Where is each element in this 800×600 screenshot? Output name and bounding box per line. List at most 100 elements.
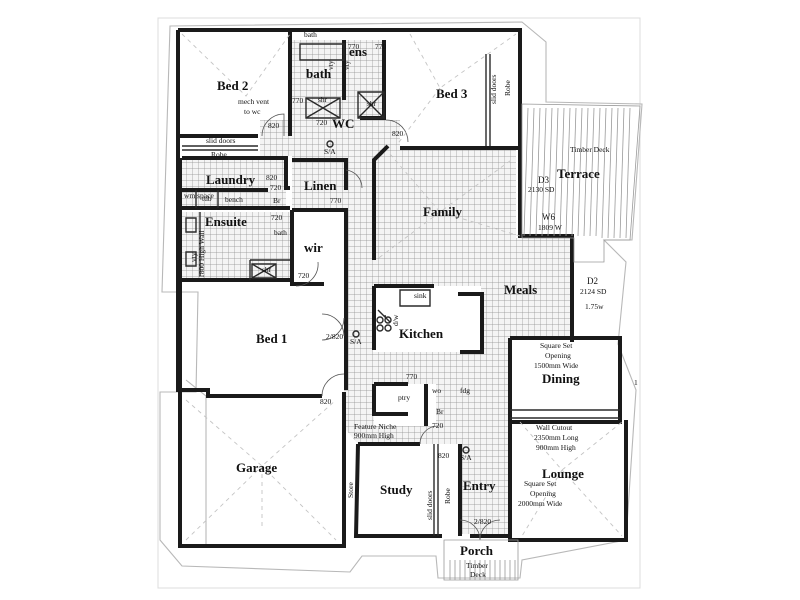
dim-720-c: 720	[271, 213, 283, 222]
note-br-entry: Br	[436, 407, 444, 416]
note-fdg: fdg	[460, 386, 470, 395]
deck-board-line	[523, 107, 529, 237]
label-entry: Entry	[463, 478, 496, 493]
dim-770-c: 770	[292, 96, 304, 105]
walls	[176, 28, 628, 548]
note-sink: sink	[414, 291, 427, 300]
note-d3: D3	[538, 175, 549, 185]
note-w6-size: 1809 W	[538, 223, 563, 232]
deck-board-line	[571, 107, 577, 237]
label-ens: ens	[349, 44, 367, 59]
smoke-alarm-icon	[326, 140, 334, 148]
label-wc: WC	[332, 116, 354, 131]
note-mech-vent: mech vent	[238, 97, 270, 106]
deck-board-line	[547, 107, 553, 237]
note-sa-1: S/A	[324, 147, 336, 156]
room-labels: Bed 2 Bed 3 Bed 1 Family Meals Kitchen D…	[205, 44, 600, 558]
terrace-deck	[521, 103, 641, 263]
plan-notes: bath mech vent to wc slid doors Robe sli…	[184, 30, 638, 579]
note-ptry: ptry	[398, 393, 410, 402]
smoke-alarm-icon	[462, 446, 470, 454]
note-slid-doors-study: slid doors	[425, 491, 434, 520]
note-wall-cutout-c: 900mm High	[536, 443, 576, 452]
note-niche-b: 900mm High	[354, 431, 394, 440]
deck-board-line	[559, 107, 565, 237]
dim-770-e: 770	[406, 372, 418, 381]
label-bed2: Bed 2	[217, 78, 248, 93]
deck-board-line	[565, 107, 571, 237]
note-slid-doors-bed2: slid doors	[206, 136, 235, 145]
note-robe-study: Robe	[443, 487, 452, 504]
note-d3-size: 2130 SD	[528, 185, 555, 194]
label-family: Family	[423, 204, 462, 219]
dim-820-b: 820	[392, 129, 404, 138]
door-swings	[261, 113, 501, 541]
note-bench: bench	[225, 195, 243, 204]
note-robe-bed3: Robe	[503, 79, 512, 96]
label-wir: wir	[304, 240, 323, 255]
note-wo: wo	[432, 386, 441, 395]
note-sa-3: S/A	[460, 453, 472, 462]
deck-board-line	[553, 107, 559, 237]
note-d2-size: 2124 SD	[580, 287, 607, 296]
dim-770-b: 770	[375, 42, 387, 51]
label-porch: Porch	[460, 543, 494, 558]
note-shr-2: shr	[367, 99, 377, 108]
label-meals: Meals	[504, 282, 537, 297]
dim-720-d: 720	[298, 271, 310, 280]
dim-820-a: 820	[268, 121, 280, 130]
dim-720-a: 720	[316, 118, 328, 127]
deck-board-line	[583, 107, 589, 237]
label-bed3: Bed 3	[436, 86, 468, 101]
dim-720-b: 720	[270, 183, 282, 192]
interior-lines	[182, 43, 620, 536]
smoke-alarm-icon	[352, 330, 360, 338]
note-bath-top: bath	[304, 30, 317, 39]
porch-deck	[443, 539, 519, 581]
deck-board-line	[541, 107, 547, 237]
dim-2820-b: 2/820	[474, 517, 491, 526]
note-sq-set-2b: Opening	[530, 489, 556, 498]
deck-board-line	[595, 107, 601, 237]
note-vty-ensuite: vty	[189, 252, 198, 262]
label-bath: bath	[306, 66, 332, 81]
deck-board-line	[619, 107, 625, 239]
dim-820-c: 820	[266, 173, 278, 182]
note-slid-doors-bed3: slid doors	[489, 75, 498, 104]
note-bath-ensuite: bath	[274, 228, 287, 237]
note-wm-space: wm space	[184, 191, 214, 200]
deck-board-line	[589, 107, 595, 237]
note-wall-cutout-b: 2350mm Long	[534, 433, 579, 442]
deck-board-line	[577, 107, 583, 237]
note-sq-set-1b: Opening	[545, 351, 571, 360]
note-tub: tub	[202, 194, 212, 203]
label-laundry: Laundry	[206, 172, 256, 187]
note-timber-deck-terrace: Timber Deck	[570, 145, 610, 154]
note-timber-deck-porch-2: Deck	[470, 570, 486, 579]
note-d2-w: 1.75w	[585, 302, 604, 311]
label-bed1: Bed 1	[256, 331, 287, 346]
note-vty-2: vty	[342, 60, 351, 70]
label-ensuite: Ensuite	[205, 214, 247, 229]
note-timber-deck-porch-1: Timber	[466, 561, 488, 570]
label-garage: Garage	[236, 460, 277, 475]
label-lounge: Lounge	[542, 466, 584, 481]
note-br-laundry: Br	[273, 196, 281, 205]
note-robe-bed2: Robe	[211, 150, 228, 159]
note-store: Store	[346, 481, 355, 498]
deck-board-line	[607, 107, 613, 239]
deck-board-line	[529, 107, 535, 237]
dim-720-e: 720	[432, 421, 444, 430]
dim-770-a: 770	[348, 42, 360, 51]
label-terrace: Terrace	[557, 166, 600, 181]
note-sq-set-1a: Square Set	[540, 341, 573, 350]
dim-2820-a: 2/820	[326, 332, 343, 341]
note-shr-3: shr	[262, 265, 272, 274]
dim-770-d: 770	[330, 196, 342, 205]
note-shr-1: shr	[318, 95, 328, 104]
dim-820-d: 820	[320, 397, 332, 406]
note-w6: W6	[542, 212, 555, 222]
deck-board-line	[601, 107, 607, 239]
label-study: Study	[380, 482, 413, 497]
